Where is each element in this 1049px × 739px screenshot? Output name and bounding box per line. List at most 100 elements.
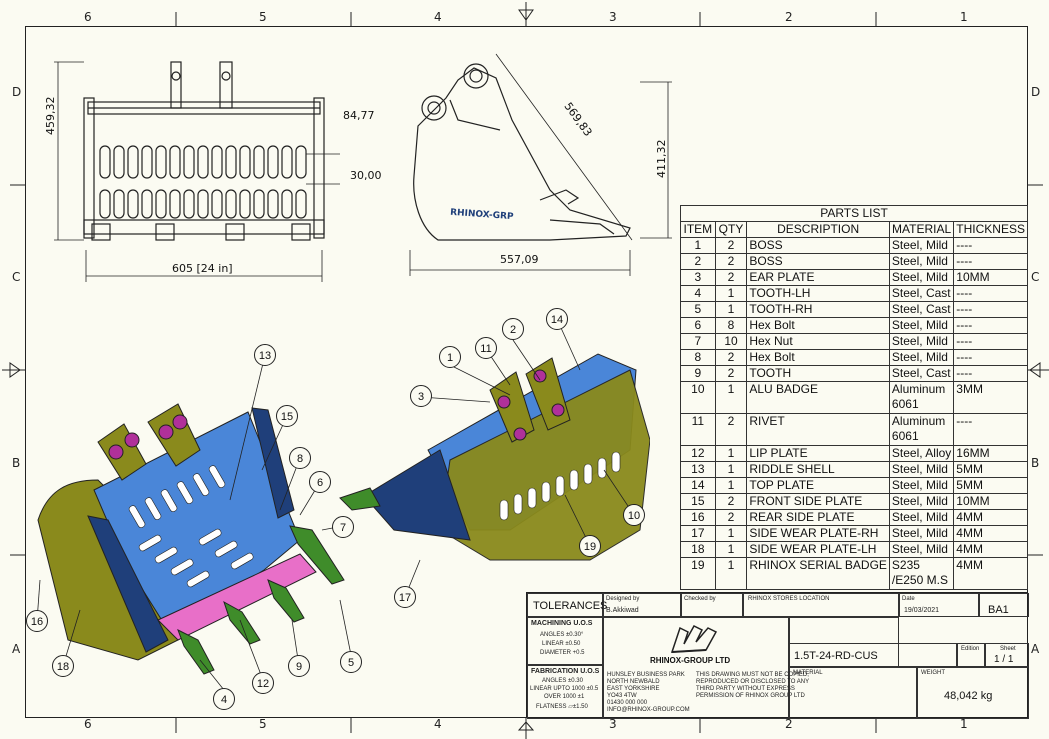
copyright-line-2: REPRODUCED OR DISCLOSED TO ANY xyxy=(696,679,810,685)
copyright-line-4: PERMISSION OF RHINOX GROUP LTD xyxy=(696,693,805,699)
designed-by-label: Designed by xyxy=(606,596,640,602)
parts-cell-description: ALU BADGE xyxy=(746,381,890,414)
parts-cell-thickness: 5MM xyxy=(953,461,1028,478)
parts-cell-qty: 1 xyxy=(714,541,748,558)
material-line-1: Steel, Cast xyxy=(891,366,951,380)
parts-cell-description: TOOTH xyxy=(746,365,890,382)
parts-cell-description: EAR PLATE xyxy=(746,269,890,286)
sheet-value: 1 / 1 xyxy=(994,654,1014,665)
dimension-side-length: 557,09 xyxy=(500,253,539,266)
balloon-3: 3 xyxy=(410,385,432,407)
parts-cell-qty: 1 xyxy=(714,381,748,414)
parts-cell-thickness: 10MM xyxy=(953,493,1028,510)
parts-cell-thickness: ---- xyxy=(953,413,1028,446)
isometric-view-front xyxy=(37,403,345,675)
balloon-17: 17 xyxy=(394,586,416,608)
parts-cell-material: Steel, Mild xyxy=(888,461,955,478)
parts-cell-description: SIDE WEAR PLATE-LH xyxy=(746,541,890,558)
parts-cell-item: 11 xyxy=(680,413,716,446)
parts-cell-item: 12 xyxy=(680,445,716,462)
material-line-1: Steel, Mild xyxy=(891,526,948,540)
zone-row-a-right: A xyxy=(1031,642,1040,656)
balloon-18: 18 xyxy=(52,655,74,677)
parts-cell-material: Steel, Alloy xyxy=(888,445,955,462)
weight-label: WEIGHT xyxy=(921,670,945,676)
copyright-line-1: THIS DRAWING MUST NOT BE COPIED, xyxy=(696,672,809,678)
edition-label: Edition xyxy=(961,646,980,652)
parts-cell-item: 1 xyxy=(680,237,716,254)
zone-row-c-right: C xyxy=(1031,270,1040,284)
parts-cell-qty: 2 xyxy=(714,413,748,446)
material-line-1: Aluminum xyxy=(891,382,946,396)
parts-cell-item: 9 xyxy=(680,365,716,382)
date-label: Date xyxy=(902,596,915,602)
parts-cell-thickness: 4MM xyxy=(953,509,1028,526)
sheet-cell: Sheet 1 / 1 xyxy=(985,643,1029,667)
parts-cell-item: 17 xyxy=(680,525,716,542)
parts-cell-item: 5 xyxy=(680,301,716,318)
parts-cell-material: Steel, Mild xyxy=(888,541,955,558)
balloon-7: 7 xyxy=(332,516,354,538)
parts-list-header-row: ITEM QTY DESCRIPTION MATERIAL THICKNESS xyxy=(680,221,1028,238)
dimension-front-slot-width: 30,00 xyxy=(350,169,382,182)
parts-cell-description: RIVET xyxy=(746,413,890,446)
dimension-front-width: 605 [24 in] xyxy=(172,262,233,275)
address-line-6: INFO@RHINOX-GROUP.COM xyxy=(607,707,690,713)
parts-cell-item: 4 xyxy=(680,285,716,302)
balloon-5: 5 xyxy=(340,651,362,673)
parts-cell-qty: 8 xyxy=(714,317,748,334)
parts-cell-description: BOSS xyxy=(746,253,890,270)
zone-row-d-right: D xyxy=(1031,85,1041,99)
zone-col-2-top: 2 xyxy=(785,10,793,24)
zone-row-c-left: C xyxy=(12,270,21,284)
zone-row-d-left: D xyxy=(12,85,22,99)
parts-cell-qty: 2 xyxy=(714,269,748,286)
zone-col-4-top: 4 xyxy=(434,10,442,24)
header-thickness: THICKNESS xyxy=(953,221,1028,238)
parts-list-title: PARTS LIST xyxy=(680,205,1028,222)
parts-cell-material: Steel, Cast xyxy=(888,285,955,302)
parts-cell-qty: 1 xyxy=(714,525,748,542)
zone-col-5-bottom: 5 xyxy=(259,717,267,731)
sheet-label: Sheet xyxy=(1000,646,1016,652)
parts-cell-qty: 2 xyxy=(714,349,748,366)
material-line-1: Steel, Mild xyxy=(891,350,948,364)
parts-cell-qty: 1 xyxy=(714,557,748,590)
parts-cell-description: Hex Bolt xyxy=(746,317,890,334)
parts-cell-thickness: 4MM xyxy=(953,525,1028,542)
parts-cell-qty: 2 xyxy=(714,493,748,510)
parts-cell-thickness: ---- xyxy=(953,301,1028,318)
parts-cell-material: Steel, Cast xyxy=(888,365,955,382)
parts-cell-thickness: 4MM xyxy=(953,541,1028,558)
parts-cell-thickness: ---- xyxy=(953,365,1028,382)
parts-cell-material: Steel, Mild xyxy=(888,493,955,510)
weight-value: 48,042 kg xyxy=(944,690,993,702)
fabrication-line-2: LINEAR UPTO 1000 ±0.5 xyxy=(530,686,599,692)
parts-cell-item: 16 xyxy=(680,509,716,526)
parts-cell-description: TOOTH-LH xyxy=(746,285,890,302)
parts-cell-qty: 2 xyxy=(714,365,748,382)
parts-cell-qty: 1 xyxy=(714,445,748,462)
material-line-1: Steel, Mild xyxy=(891,542,948,556)
zone-col-1-bottom: 1 xyxy=(960,717,968,731)
parts-cell-item: 14 xyxy=(680,477,716,494)
parts-cell-qty: 1 xyxy=(714,301,748,318)
parts-cell-qty: 1 xyxy=(714,285,748,302)
parts-cell-item: 3 xyxy=(680,269,716,286)
machining-line-3: DIAMETER +0.5 xyxy=(540,650,585,656)
parts-cell-qty: 2 xyxy=(714,253,748,270)
zone-col-6-bottom: 6 xyxy=(84,717,92,731)
parts-cell-description: RHINOX SERIAL BADGE xyxy=(746,557,890,590)
material-line-1: Steel, Mild xyxy=(891,270,948,284)
